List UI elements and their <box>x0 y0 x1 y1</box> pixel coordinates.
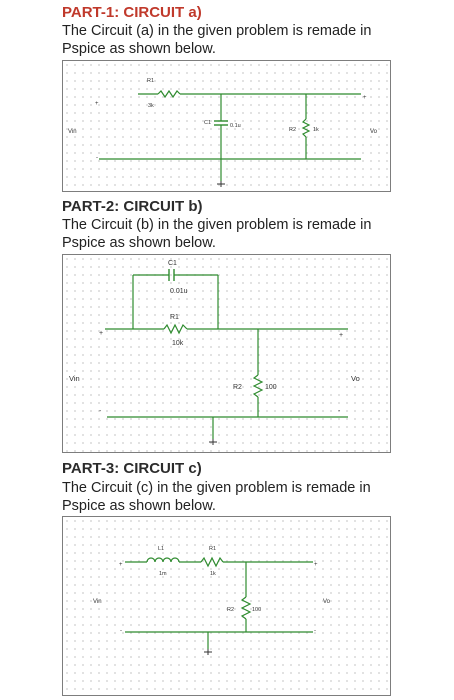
r2-name: R2 <box>289 127 296 133</box>
l1-name: L1 <box>158 546 164 552</box>
circuit-a-diagram: + + - R1 3k C1 0.1u R2 1k Vin Vo <box>68 78 378 187</box>
circuit-c-diagram: + + - - L1 1m R1 1k R2 100 Vin Vo <box>93 546 331 655</box>
resistor-r1 <box>157 89 181 99</box>
vo-label: Vo <box>370 129 378 135</box>
r2-name: R2 <box>227 607 234 613</box>
vin-label: Vin <box>93 599 102 605</box>
part2-text: The Circuit (b) in the given problem is … <box>62 217 372 251</box>
r2-name: R2 <box>233 384 242 391</box>
minus-sign: - <box>99 408 102 415</box>
plus-sign: + <box>314 562 318 568</box>
inductor-l1 <box>146 557 180 563</box>
minus-sign: - <box>120 628 122 634</box>
minus-sign: - <box>96 155 98 161</box>
part3-heading: PART-3: CIRCUIT c) <box>62 460 202 477</box>
circuit-b-diagram: + + - - C1 0.01u R1 10k R2 100 Vin Vo <box>69 260 360 445</box>
resistor-r1 <box>200 556 224 568</box>
r2-value: 100 <box>252 607 261 613</box>
resistor-r2 <box>301 118 311 138</box>
r1-value: 1k <box>210 571 216 577</box>
vo-label: Vo <box>351 374 360 383</box>
c1-name: C1 <box>168 260 177 267</box>
r2-value: 100 <box>265 384 277 391</box>
plus-sign: + <box>95 101 99 107</box>
plus-sign: + <box>339 332 343 339</box>
c1-value: 0.1u <box>230 123 241 129</box>
c1-value: 0.01u <box>170 288 188 295</box>
circuit-c-schematic: + + - - L1 1m R1 1k R2 100 Vin Vo <box>62 516 391 696</box>
minus-sign: - <box>314 628 316 634</box>
r2-value: 1k <box>313 127 319 133</box>
r1-value: 10k <box>172 340 184 347</box>
part1-text: The Circuit (a) in the given problem is … <box>62 23 372 57</box>
resistor-r2 <box>252 374 264 398</box>
vo-label: Vo <box>323 599 331 605</box>
minus-sign: - <box>338 408 341 415</box>
circuit-b-schematic: + + - - C1 0.01u R1 10k R2 100 Vin Vo <box>62 254 391 453</box>
r1-name: R1 <box>209 546 216 552</box>
c1-name: C1 <box>204 120 211 126</box>
resistor-r1 <box>163 323 188 335</box>
l1-value: 1m <box>159 571 167 577</box>
resistor-r2 <box>240 596 252 620</box>
circuit-a-schematic: + + - R1 3k C1 0.1u R2 1k Vin Vo <box>62 60 391 192</box>
plus-sign: + <box>363 95 367 101</box>
part1-heading: PART-1: CIRCUIT a) <box>62 4 202 21</box>
vin-label: Vin <box>68 129 77 135</box>
r1-name: R1 <box>170 314 179 321</box>
r1-value: 3k <box>148 103 154 109</box>
part3-text: The Circuit (c) in the given problem is … <box>62 480 371 514</box>
plus-sign: + <box>119 562 123 568</box>
part2-heading: PART-2: CIRCUIT b) <box>62 198 203 215</box>
plus-sign: + <box>99 330 103 337</box>
vin-label: Vin <box>69 374 80 383</box>
r1-name: R1 <box>147 78 154 84</box>
